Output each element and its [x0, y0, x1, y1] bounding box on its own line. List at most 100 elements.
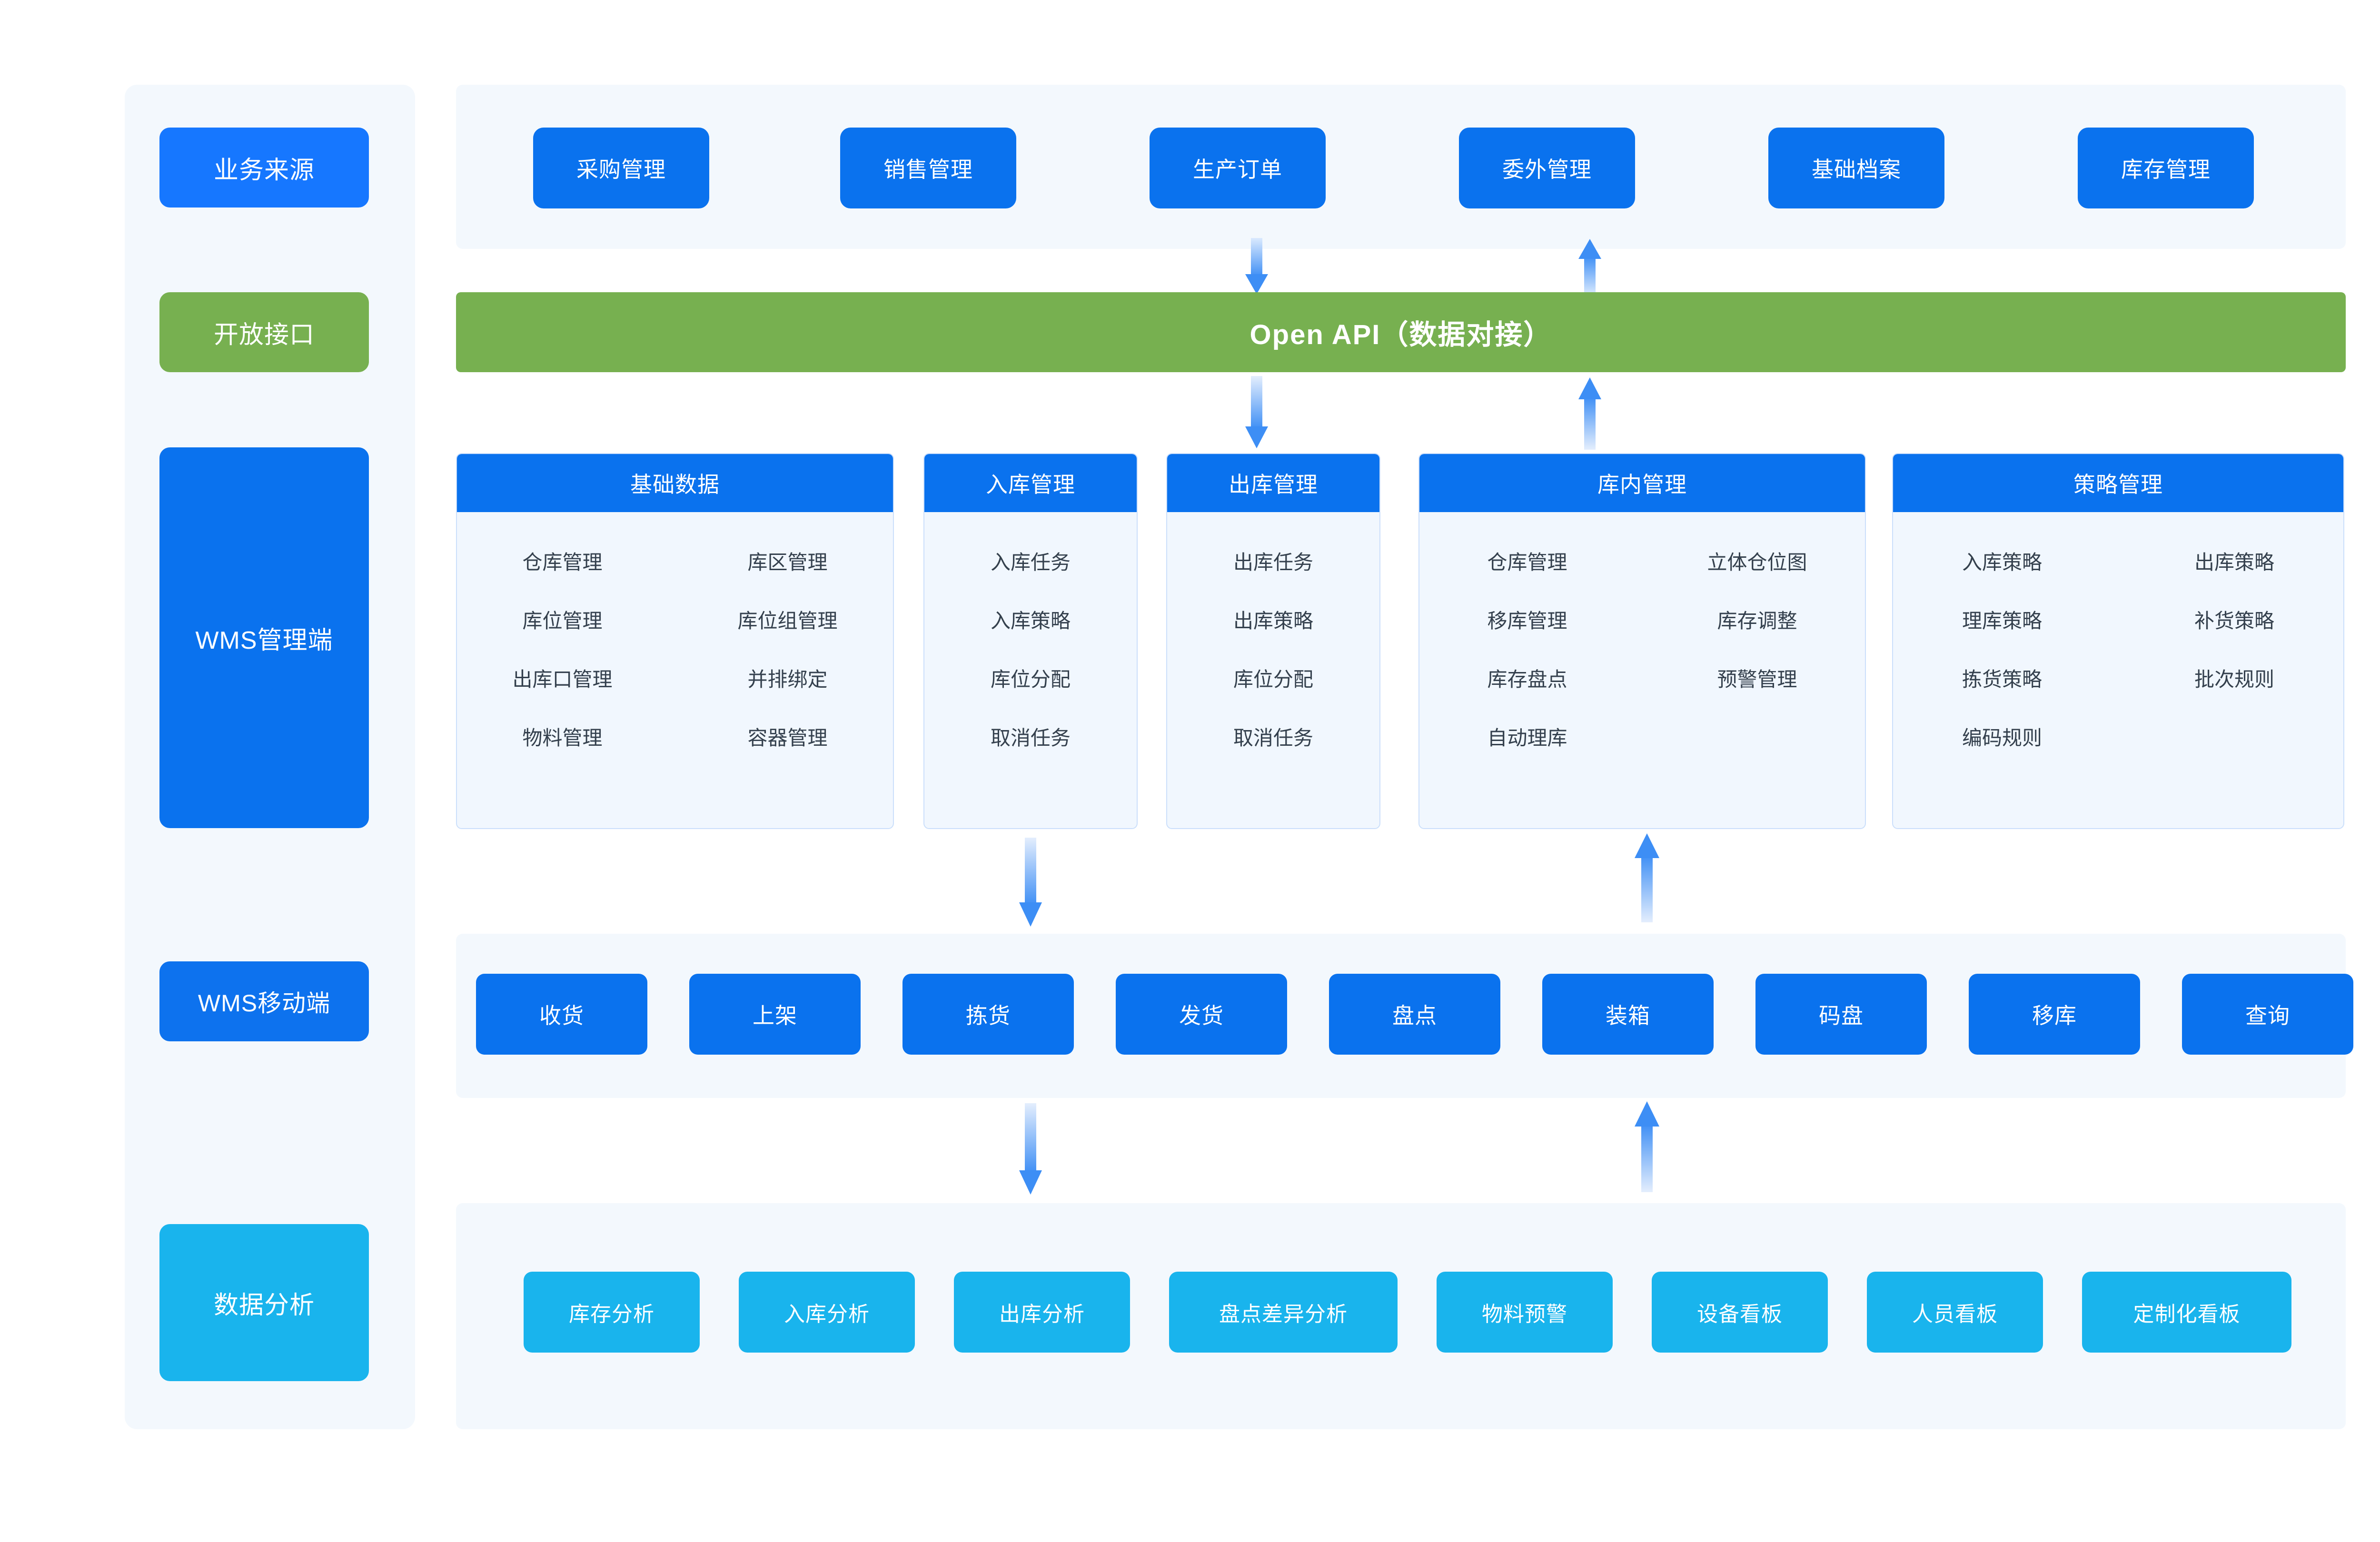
module-item[interactable]: 自动理库 [1487, 727, 1567, 749]
arrow-down-wms-to-mobile [1019, 838, 1042, 927]
module-item[interactable]: 入库任务 [990, 551, 1071, 573]
module-item[interactable]: 入库策略 [1962, 551, 2042, 573]
module-item[interactable]: 入库策略 [990, 610, 1071, 632]
module-item[interactable]: 预警管理 [1717, 668, 1797, 691]
module-card-strategy: 策略管理 入库策略 出库策略 理库策略 补货策略 拣货策略 批次规则 编码规则 [1892, 453, 2344, 829]
source-button-label: 委外管理 [1502, 157, 1592, 182]
module-item[interactable]: 并排绑定 [747, 668, 828, 691]
module-card-items: 入库策略 出库策略 理库策略 补货策略 拣货策略 批次规则 编码规则 [1893, 512, 2343, 751]
module-card-basic-data: 基础数据 仓库管理 库区管理 库位管理 库位组管理 出库口管理 并排绑定 物料管… [456, 453, 894, 829]
arrow-up-wms-to-api [1578, 377, 1601, 450]
module-item[interactable]: 库存盘点 [1487, 668, 1567, 691]
module-item[interactable]: 容器管理 [747, 727, 828, 749]
source-button-inventory[interactable]: 库存管理 [2078, 128, 2254, 208]
source-button-production-order[interactable]: 生产订单 [1150, 128, 1326, 208]
source-button-label: 库存管理 [2121, 157, 2211, 182]
mobile-button-palletize[interactable]: 码盘 [1755, 974, 1927, 1055]
open-api-bar[interactable]: Open API（数据对接） [456, 292, 2346, 372]
module-item[interactable]: 仓库管理 [1487, 551, 1567, 573]
mobile-button-label: 码盘 [1819, 1003, 1864, 1028]
analysis-button-label: 定制化看板 [2133, 1303, 2241, 1326]
mobile-button-shipping[interactable]: 发货 [1116, 974, 1287, 1055]
module-card-outbound: 出库管理 出库任务 出库策略 库位分配 取消任务 [1166, 453, 1380, 829]
source-button-label: 销售管理 [883, 157, 973, 182]
module-item[interactable]: 立体仓位图 [1707, 551, 1807, 573]
module-item[interactable]: 库位管理 [522, 610, 603, 632]
mobile-button-transfer[interactable]: 移库 [1969, 974, 2140, 1055]
module-item[interactable]: 编码规则 [1962, 727, 2042, 749]
analysis-button-label: 设备看板 [1697, 1303, 1783, 1326]
module-card-items: 入库任务 入库策略 库位分配 取消任务 [924, 512, 1137, 751]
source-button-label: 采购管理 [576, 157, 666, 182]
source-button-sales[interactable]: 销售管理 [840, 128, 1016, 208]
module-item[interactable]: 取消任务 [990, 727, 1071, 749]
module-card-items: 仓库管理 库区管理 库位管理 库位组管理 出库口管理 并排绑定 物料管理 容器管… [457, 512, 893, 751]
source-button-label: 生产订单 [1193, 157, 1282, 182]
mobile-button-label: 移库 [2032, 1003, 2077, 1028]
module-item[interactable]: 理库策略 [1962, 610, 2042, 632]
module-item[interactable]: 库位分配 [990, 668, 1071, 691]
module-card-title: 基础数据 [457, 454, 893, 512]
module-card-inbound: 入库管理 入库任务 入库策略 库位分配 取消任务 [923, 453, 1138, 829]
rail-chip-wms-mobile[interactable]: WMS移动端 [159, 961, 369, 1041]
open-api-label: Open API（数据对接） [1250, 319, 1552, 350]
mobile-button-stocktake[interactable]: 盘点 [1329, 974, 1500, 1055]
source-button-basic-archive[interactable]: 基础档案 [1768, 128, 1944, 208]
mobile-button-receive[interactable]: 收货 [476, 974, 647, 1055]
module-item[interactable]: 出库策略 [1233, 610, 1313, 632]
mobile-button-query[interactable]: 查询 [2182, 974, 2353, 1055]
module-item[interactable]: 库存调整 [1717, 610, 1797, 632]
module-item[interactable]: 出库策略 [2194, 551, 2274, 573]
mobile-button-putaway[interactable]: 上架 [689, 974, 861, 1055]
module-card-title: 策略管理 [1893, 454, 2343, 512]
analysis-button-label: 物料预警 [1482, 1303, 1567, 1326]
module-card-title: 库内管理 [1419, 454, 1865, 512]
module-item[interactable]: 拣货策略 [1962, 668, 2042, 691]
analysis-button-label: 出库分析 [999, 1303, 1085, 1326]
analysis-button-personnel-board[interactable]: 人员看板 [1867, 1272, 2043, 1353]
arrow-up-mobile-to-wms [1635, 833, 1659, 922]
module-item[interactable]: 物料管理 [522, 727, 603, 749]
module-item[interactable]: 库位组管理 [737, 610, 838, 632]
module-item[interactable]: 取消任务 [1233, 727, 1313, 749]
rail-chip-business-source[interactable]: 业务来源 [159, 128, 369, 208]
analysis-button-label: 盘点差异分析 [1219, 1303, 1348, 1326]
arrow-up-api-to-source [1578, 239, 1601, 295]
rail-chip-label: WMS管理端 [195, 626, 333, 654]
module-item[interactable]: 批次规则 [2194, 668, 2274, 691]
rail-chip-label: 业务来源 [213, 156, 315, 184]
mobile-button-packing[interactable]: 装箱 [1542, 974, 1714, 1055]
source-button-outsourcing[interactable]: 委外管理 [1459, 128, 1635, 208]
module-item[interactable]: 出库口管理 [512, 668, 613, 691]
rail-chip-wms-admin[interactable]: WMS管理端 [159, 447, 369, 828]
arrow-up-analysis-to-mobile [1635, 1101, 1659, 1192]
module-item[interactable]: 仓库管理 [522, 551, 603, 573]
mobile-button-label: 查询 [2245, 1003, 2290, 1028]
analysis-button-material-alert[interactable]: 物料预警 [1437, 1272, 1613, 1353]
mobile-button-label: 盘点 [1392, 1003, 1437, 1028]
analysis-button-custom-board[interactable]: 定制化看板 [2082, 1272, 2291, 1353]
module-item[interactable]: 库位分配 [1233, 668, 1313, 691]
analysis-button-stocktake-variance[interactable]: 盘点差异分析 [1169, 1272, 1398, 1353]
module-card-title: 入库管理 [924, 454, 1137, 512]
module-item[interactable]: 补货策略 [2194, 610, 2274, 632]
arrow-down-api-to-wms [1245, 376, 1268, 448]
mobile-button-picking[interactable]: 拣货 [902, 974, 1074, 1055]
module-card-title: 出库管理 [1167, 454, 1379, 512]
module-item[interactable]: 库区管理 [747, 551, 828, 573]
rail-chip-data-analysis[interactable]: 数据分析 [159, 1224, 369, 1381]
module-item[interactable]: 出库任务 [1233, 551, 1313, 573]
module-item[interactable]: 移库管理 [1487, 610, 1567, 632]
analysis-button-equipment-board[interactable]: 设备看板 [1652, 1272, 1828, 1353]
rail-chip-label: 开放接口 [213, 321, 315, 349]
analysis-button-label: 人员看板 [1912, 1303, 1998, 1326]
mobile-button-label: 发货 [1179, 1003, 1224, 1028]
rail-chip-open-interface[interactable]: 开放接口 [159, 292, 369, 372]
rail-chip-label: 数据分析 [213, 1291, 315, 1319]
source-button-purchase[interactable]: 采购管理 [533, 128, 709, 208]
analysis-button-inbound[interactable]: 入库分析 [739, 1272, 915, 1353]
business-source-band [456, 85, 2346, 249]
analysis-button-inventory[interactable]: 库存分析 [524, 1272, 700, 1353]
analysis-button-outbound[interactable]: 出库分析 [954, 1272, 1130, 1353]
